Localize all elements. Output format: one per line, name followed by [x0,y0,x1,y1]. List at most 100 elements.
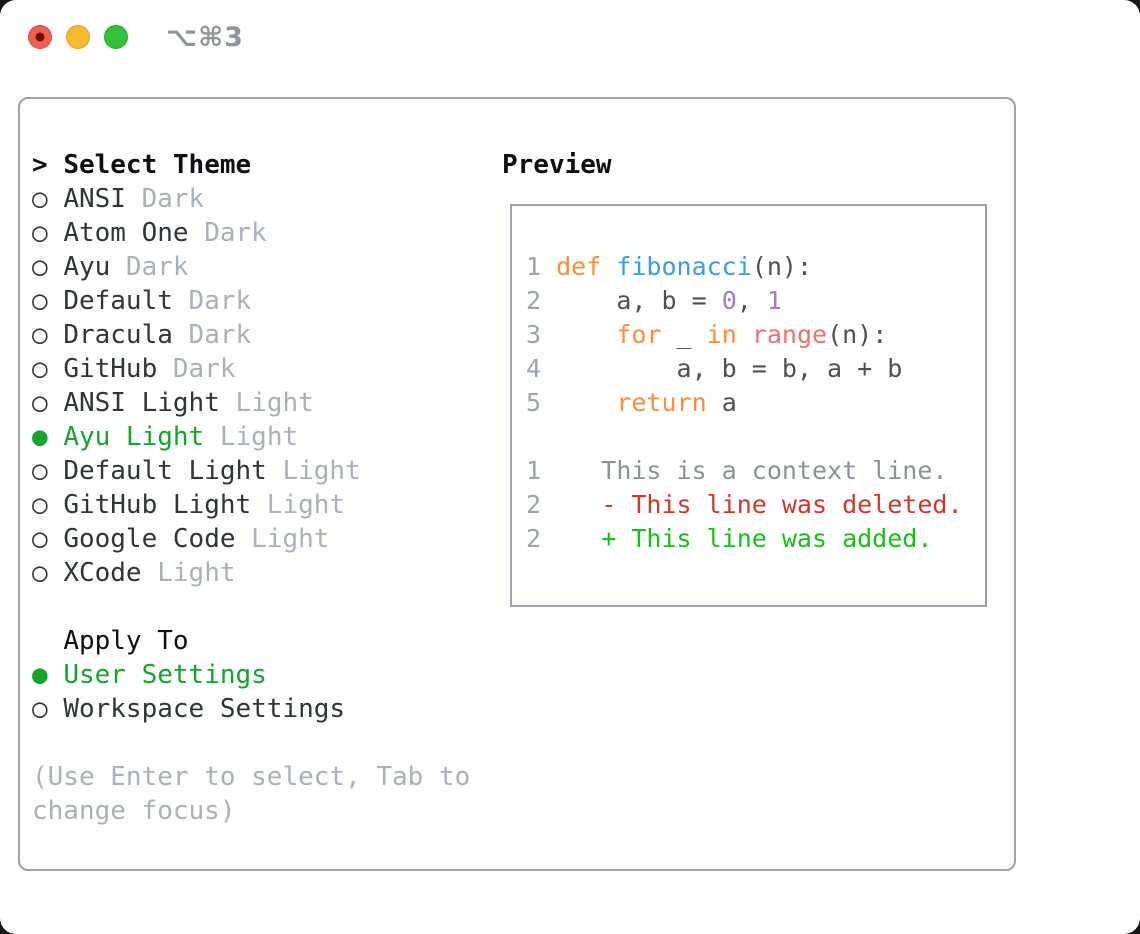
theme-list: > Select Theme○ ANSI Dark○ Atom One Dark… [32,148,470,828]
code-token-ln: 1 [526,252,557,281]
code-token-fg [556,320,616,349]
theme-name: ANSI Light [63,388,220,418]
apply-to-label: Apply To [63,626,189,656]
theme-option-ansi-light[interactable]: ○ ANSI Light Light [32,386,470,420]
theme-variant: Dark [125,184,205,214]
theme-option-atom-one[interactable]: ○ Atom One Dark [32,216,470,250]
theme-name: GitHub Light [63,490,252,520]
code-token-fg: (n): [827,320,888,349]
radio-unselected-icon: ○ [32,252,64,282]
radio-unselected-icon: ○ [32,388,64,418]
theme-name: Default [63,286,173,316]
help-text-line: change focus) [32,796,236,826]
zoom-button[interactable] [104,25,128,49]
theme-name: Default Light [63,456,267,486]
help-text: change focus) [32,794,470,828]
apply-option-user-settings[interactable]: ● User Settings [32,658,470,692]
code-line: 2 - This line was deleted. [526,488,985,522]
theme-variant: Dark [172,286,252,316]
theme-name: ANSI [63,184,126,214]
code-line: 2 a, b = 0, 1 [526,284,985,318]
theme-option-ayu[interactable]: ○ Ayu Dark [32,250,470,284]
theme-option-default-light[interactable]: ○ Default Light Light [32,454,470,488]
radio-unselected-icon: ○ [32,286,64,316]
code-line: 3 for _ in range(n): [526,318,985,352]
theme-option-dracula[interactable]: ○ Dracula Dark [32,318,470,352]
theme-name: GitHub [63,354,158,384]
radio-unselected-icon: ○ [32,218,64,248]
theme-variant: Light [141,558,236,588]
focus-caret-icon: > [32,150,64,180]
radio-selected-icon: ● [32,660,64,690]
code-line: 1 def fibonacci(n): [526,250,985,284]
help-text-line: (Use Enter to select, Tab to [32,762,471,792]
theme-option-github[interactable]: ○ GitHub Dark [32,352,470,386]
apply-option-label: User Settings [63,660,267,690]
code-token-kw: in [706,320,737,349]
code-token-fg: , [736,286,767,315]
radio-unselected-icon: ○ [32,694,64,724]
radio-unselected-icon: ○ [32,456,64,486]
code-token-ln: 2 [526,286,557,315]
close-dot-icon [35,32,45,42]
code-token-call: range [751,320,828,349]
theme-variant: Light [235,524,330,554]
code-token-ln: 3 [526,320,557,349]
theme-variant: Dark [188,218,267,248]
radio-unselected-icon: ○ [32,320,64,350]
theme-selector-panel: > Select Theme○ ANSI Dark○ Atom One Dark… [18,97,1016,871]
code-token-fg [601,252,616,281]
code-line: 4 a, b = b, a + b [526,352,985,386]
radio-unselected-icon: ○ [32,524,64,554]
theme-option-default[interactable]: ○ Default Dark [32,284,470,318]
select-theme-label: Select Theme [63,150,252,180]
radio-unselected-icon: ○ [32,354,64,384]
code-token-fg [737,320,752,349]
theme-variant: Dark [172,320,252,350]
code-token-num: 1 [766,286,782,315]
theme-option-github-light[interactable]: ○ GitHub Light Light [32,488,470,522]
code-token-fn: fibonacci [616,252,752,281]
theme-variant: Dark [157,354,236,384]
code-token-ln: 5 [526,388,557,417]
code-line: 2 + This line was added. [526,522,985,556]
code-token-add: + This line was added. [556,524,933,553]
spacer [32,726,470,760]
theme-variant: Dark [110,252,189,282]
spacer [32,590,470,624]
theme-option-xcode[interactable]: ○ XCode Light [32,556,470,590]
close-button[interactable] [28,25,52,49]
theme-option-google-code[interactable]: ○ Google Code Light [32,522,470,556]
radio-unselected-icon: ○ [32,184,64,214]
window-title: ⌥⌘3 [166,21,244,53]
theme-name: Ayu [63,252,111,282]
code-token-fg [556,388,616,417]
code-token-ln: 4 [526,354,557,383]
code-token-fg: a, b = [556,286,722,315]
code-token-ln: 1 [526,456,557,485]
code-token-fg: a [706,388,737,417]
code-token-del: - This line was deleted. [556,490,963,519]
theme-variant: Light [266,456,361,486]
help-text: (Use Enter to select, Tab to [32,760,470,794]
code-token-num: 0 [721,286,737,315]
code-token-fg: a, b = b, a + b [556,354,903,383]
theme-option-ansi[interactable]: ○ ANSI Dark [32,182,470,216]
theme-name: Google Code [63,524,236,554]
apply-option-workspace-settings[interactable]: ○ Workspace Settings [32,692,470,726]
theme-name: Atom One [63,218,189,248]
theme-name: XCode [63,558,142,588]
code-token-ln: 2 [526,490,557,519]
theme-option-ayu-light[interactable]: ● Ayu Light Light [32,420,470,454]
code-blank-line [526,420,985,454]
apply-option-label: Workspace Settings [63,694,346,724]
minimize-button[interactable] [66,25,90,49]
titlebar: ⌥⌘3 [28,22,244,53]
theme-name: Dracula [63,320,173,350]
code-token-fg: (n): [751,252,813,281]
theme-variant: Light [251,490,346,520]
code-token-kw: return [616,388,707,417]
select-theme-header: > Select Theme [32,148,470,182]
